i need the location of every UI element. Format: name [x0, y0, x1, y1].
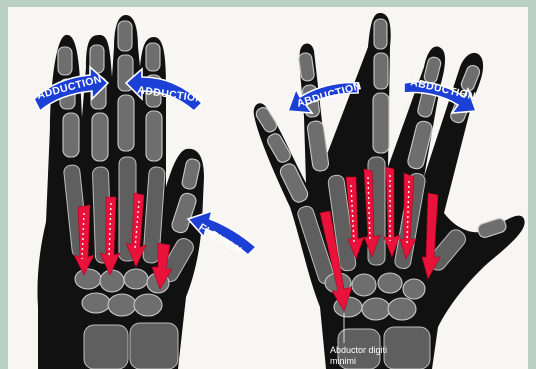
right-middle-distal — [374, 19, 387, 49]
left-little-distal — [58, 47, 72, 75]
right-carpal-trapezoid — [378, 273, 402, 293]
left-ring-proximal — [92, 113, 108, 161]
right-carpal-trapezium — [403, 279, 425, 299]
left-carpal-scaphoid — [134, 294, 162, 316]
left-middle-distal — [118, 21, 132, 51]
left-radius — [130, 323, 178, 369]
right-carpal-scaphoid — [388, 298, 416, 320]
left-middle-proximal — [118, 95, 134, 151]
right-middle-proximal — [373, 93, 389, 153]
left-little-proximal — [63, 113, 79, 157]
right-radius — [384, 327, 430, 369]
right-middle-middle — [374, 53, 388, 89]
left-carpal-capitate — [100, 270, 124, 292]
illustration-frame: ADDUCTION ADDUCTION FLEXION — [8, 7, 528, 369]
right-carpal-capitate — [352, 274, 376, 296]
right-carpal-lunate — [362, 298, 390, 320]
left-carpal-trapezoid — [124, 269, 148, 289]
abductor-label-line-2: minimi — [330, 356, 356, 366]
left-carpal-lunate — [108, 294, 136, 316]
right-hand: ABDUCTION ABDUCTION Abductor digiti mini… — [254, 13, 525, 369]
left-carpal-triquetrum — [82, 293, 110, 313]
left-index-distal — [146, 43, 160, 71]
left-index-proximal — [146, 111, 162, 161]
hand-muscle-diagram: ADDUCTION ADDUCTION FLEXION — [8, 7, 528, 369]
left-ulna — [84, 325, 128, 369]
left-hand: ADDUCTION ADDUCTION FLEXION — [34, 15, 256, 369]
left-carpal-hamate — [75, 269, 101, 289]
abductor-label-line-1: Abductor digiti — [330, 345, 387, 355]
